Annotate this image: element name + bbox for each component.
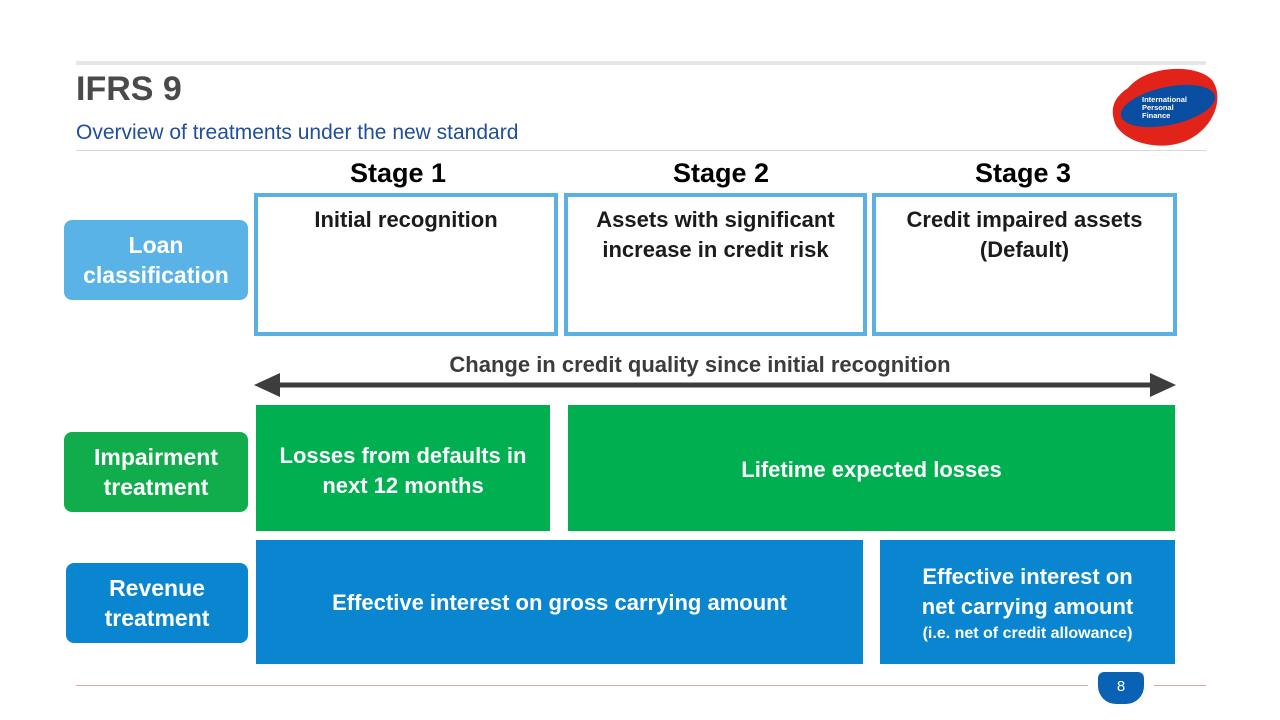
- subtitle-rule: [76, 150, 1206, 151]
- twelve-month-text-1: Losses from defaults in: [279, 443, 527, 468]
- stage-2-heading: Stage 2: [672, 158, 770, 188]
- impairment-treatment-label: Impairment treatment: [64, 432, 248, 512]
- revenue-label-line-2: treatment: [104, 605, 210, 631]
- impairment-label-line-2: treatment: [103, 474, 209, 500]
- net-carrying-box: Effective interest on net carrying amoun…: [880, 540, 1175, 664]
- top-rule: [76, 61, 1206, 65]
- net-carrying-text-2: net carrying amount: [921, 594, 1134, 619]
- logo-line-1: International: [1142, 95, 1187, 104]
- footer-rule-left: [76, 685, 1088, 686]
- twelve-month-text-2: next 12 months: [322, 473, 484, 498]
- gross-carrying-box: Effective interest on gross carrying amo…: [256, 540, 863, 664]
- stage-3-box: Credit impaired assets (Default): [872, 193, 1177, 336]
- logo-line-2: Personal: [1142, 103, 1174, 112]
- footer-rule-right: [1154, 685, 1206, 686]
- revenue-treatment-label: Revenue treatment: [66, 563, 248, 643]
- credit-quality-change-label: Change in credit quality since initial r…: [449, 352, 951, 377]
- lifetime-losses-box: Lifetime expected losses: [568, 405, 1175, 531]
- stage-2-text-2: increase in credit risk: [602, 237, 829, 262]
- stage-1-heading: Stage 1: [349, 158, 447, 188]
- ipf-logo: International Personal Finance: [1112, 68, 1218, 146]
- net-carrying-text-1: Effective interest on: [922, 564, 1133, 589]
- lifetime-losses-text: Lifetime expected losses: [741, 457, 1002, 482]
- page-number: 8: [1098, 672, 1144, 704]
- impairment-label-line-1: Impairment: [94, 444, 218, 470]
- twelve-month-losses-box: Losses from defaults in next 12 months: [256, 405, 550, 531]
- loan-label-line-1: Loan: [128, 232, 184, 258]
- stage-3-text-2: (Default): [979, 237, 1070, 262]
- net-carrying-note: (i.e. net of credit allowance): [922, 625, 1133, 642]
- page-subtitle: Overview of treatments under the new sta…: [76, 121, 519, 144]
- gross-carrying-text: Effective interest on gross carrying amo…: [332, 590, 787, 615]
- double-headed-arrow: [254, 373, 1176, 397]
- stage-1-text-1: Initial recognition: [314, 207, 498, 232]
- stage-3-text-1: Credit impaired assets: [906, 207, 1143, 232]
- stage-1-box: Initial recognition: [254, 193, 558, 336]
- stage-2-text-1: Assets with significant: [596, 207, 835, 232]
- stage-3-heading: Stage 3: [974, 158, 1072, 188]
- page-title: IFRS 9: [76, 70, 182, 108]
- loan-label-line-2: classification: [83, 262, 229, 288]
- logo-line-3: Finance: [1142, 111, 1170, 120]
- loan-classification-label: Loan classification: [64, 220, 248, 300]
- revenue-label-line-1: Revenue: [109, 575, 205, 601]
- stage-2-box: Assets with significant increase in cred…: [564, 193, 867, 336]
